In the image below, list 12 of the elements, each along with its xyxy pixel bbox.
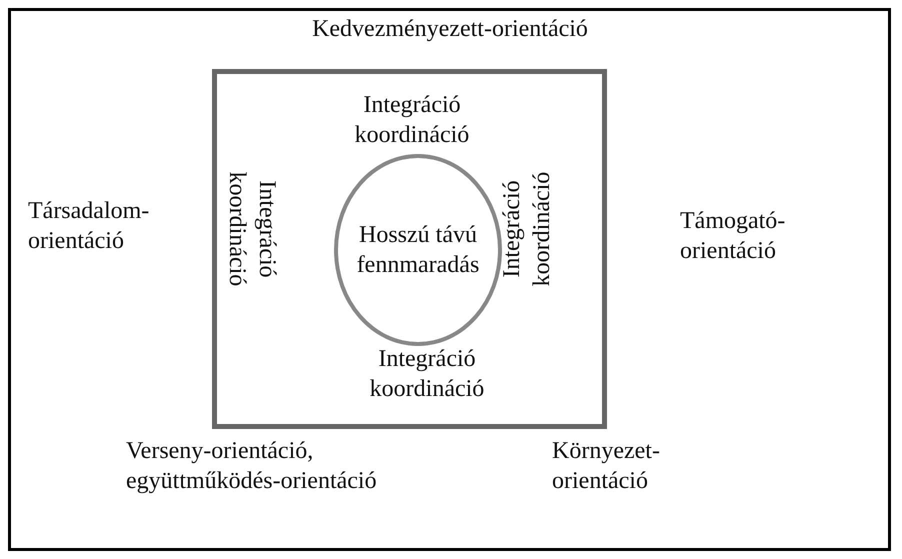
side-text: Integráció koordináció [368,345,486,404]
side-text: Integráció koordináció [223,170,281,288]
orientation-label: Kedvezményezett-orientáció [311,15,589,44]
orientation-label: Környezet- orientáció [552,437,661,496]
orientation-label: Társadalom- orientáció [28,197,150,256]
side-text: Integráció koordináció [498,170,556,288]
center-text: Hosszú távú fennmaradás [356,221,480,280]
orientation-label: Verseny-orientáció, együttműködés-orientáció [126,437,378,496]
side-text: Integráció koordináció [354,91,470,150]
square-frame [212,69,607,429]
orientation-label: Támogató- orientáció [680,207,786,266]
center-circle [334,154,502,346]
